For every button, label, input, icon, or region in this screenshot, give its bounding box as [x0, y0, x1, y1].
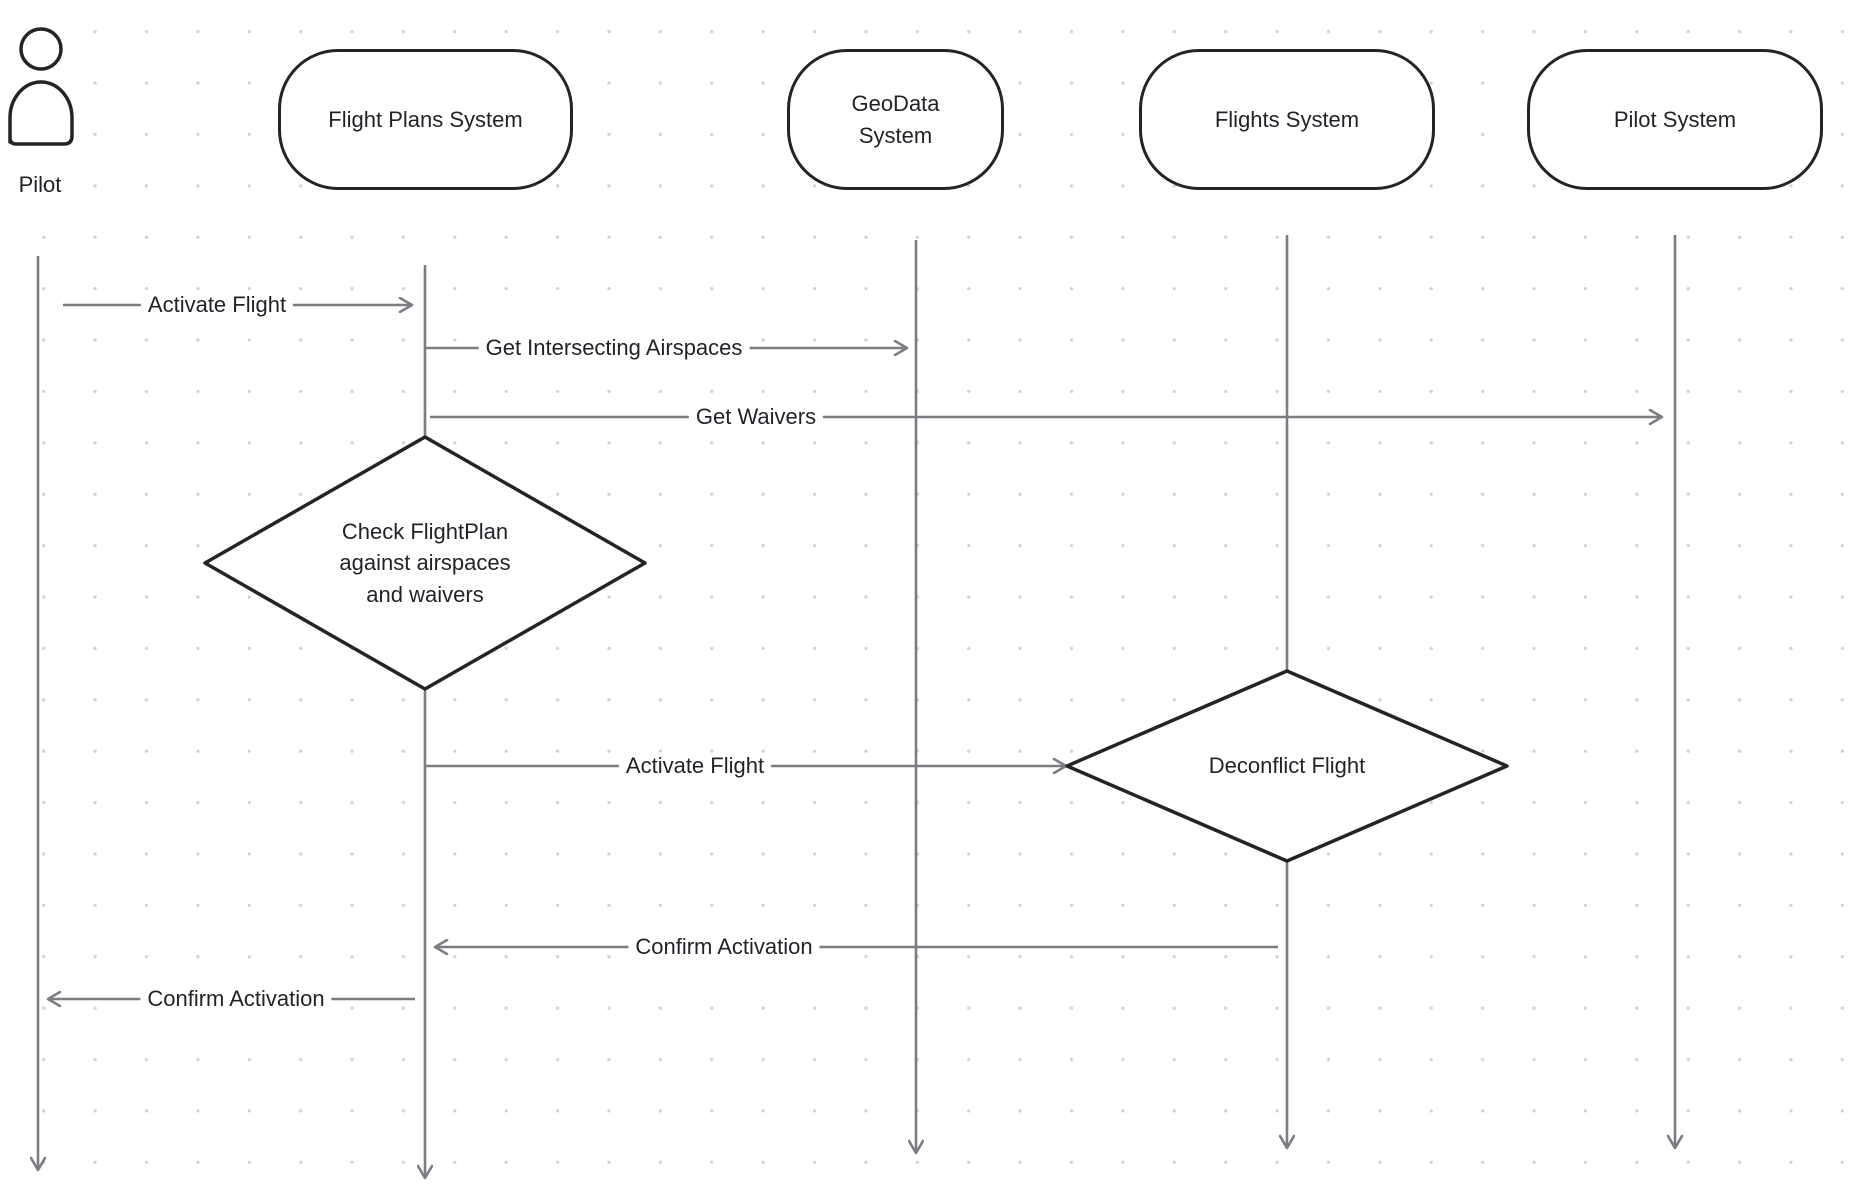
message-label-activate-flight-1: Activate Flight	[140, 291, 294, 319]
participant-flights-system[interactable]: Flights System	[1139, 49, 1435, 190]
decision-deconflict-flight[interactable]	[1065, 669, 1509, 863]
pilot-actor-label: Pilot	[18, 172, 62, 197]
participant-geodata-system[interactable]: GeoData System	[787, 49, 1004, 190]
person-icon	[8, 27, 74, 146]
message-label-get-waivers: Get Waivers	[688, 403, 824, 431]
decision-check-flightplan[interactable]	[203, 435, 647, 691]
message-label-activate-flight-2: Activate Flight	[618, 752, 772, 780]
participant-flight-plans-system[interactable]: Flight Plans System	[278, 49, 573, 190]
decision-deconflict-flight-label: Deconflict Flight	[1208, 753, 1366, 779]
message-label-confirm-activation-1: Confirm Activation	[628, 933, 820, 961]
participant-pilot-system[interactable]: Pilot System	[1527, 49, 1823, 190]
decision-check-flightplan-label: Check FlightPlan against airspaces and w…	[339, 519, 511, 607]
message-label-confirm-activation-2: Confirm Activation	[140, 985, 332, 1013]
message-label-get-intersecting-airspaces: Get Intersecting Airspaces	[478, 334, 750, 362]
